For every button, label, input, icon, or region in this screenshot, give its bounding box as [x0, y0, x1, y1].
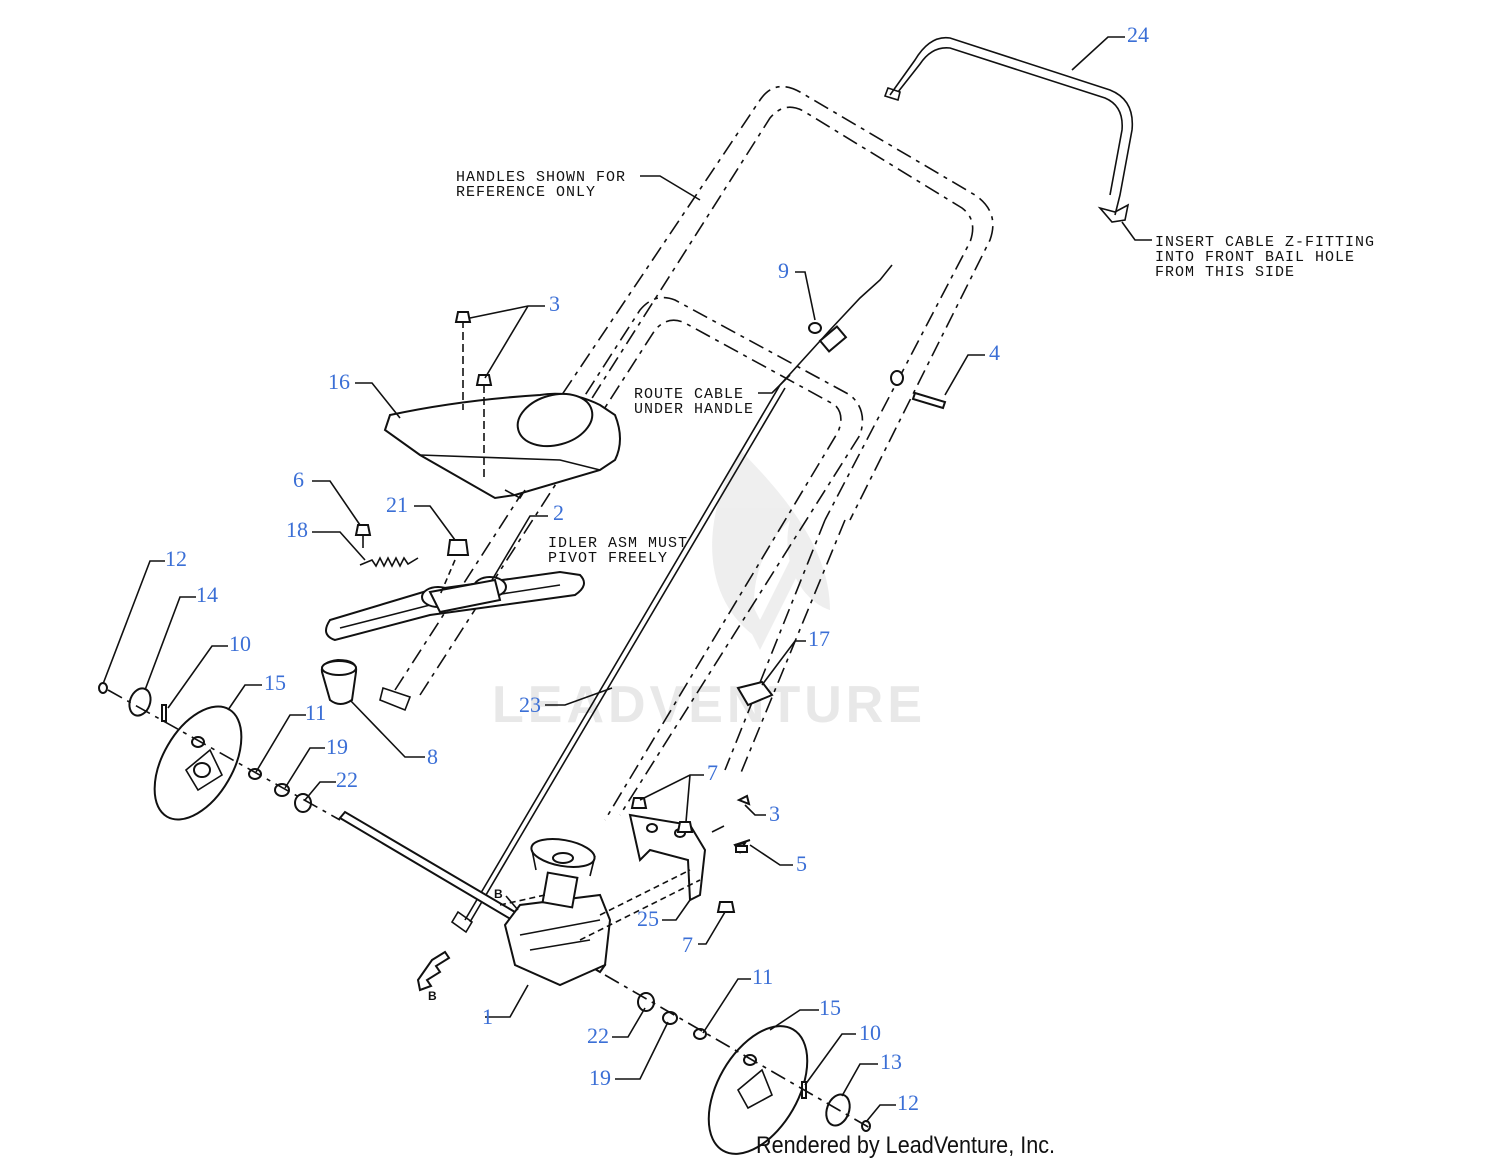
bail — [883, 36, 1134, 223]
belt-cover — [383, 311, 621, 500]
svg-text:INSERT CABLE Z-FITTING: INSERT CABLE Z-FITTING — [1155, 234, 1375, 251]
callout-19-left: 19 — [326, 734, 348, 759]
callout-22-right: 22 — [587, 1023, 609, 1048]
callout-15-right: 15 — [819, 995, 841, 1020]
left-wheel-group — [98, 682, 341, 821]
callout-11-left: 11 — [305, 700, 326, 725]
callout-6: 6 — [293, 467, 304, 492]
callout-12-right: 12 — [897, 1090, 919, 1115]
callout-7-bottom: 7 — [682, 932, 693, 957]
callout-22-left: 22 — [336, 767, 358, 792]
callout-10-right: 10 — [859, 1020, 881, 1045]
belt-and-idler — [325, 539, 585, 642]
control-cable — [450, 264, 893, 934]
connection-letter: B — [428, 989, 437, 1003]
svg-text:PIVOT FREELY: PIVOT FREELY — [548, 550, 668, 567]
callout-24: 24 — [1127, 22, 1149, 47]
svg-text:IDLER ASM MUST: IDLER ASM MUST — [548, 535, 688, 552]
callout-8: 8 — [427, 744, 438, 769]
callout-3-cover: 3 — [549, 291, 560, 316]
svg-text:HANDLES SHOWN FOR: HANDLES SHOWN FOR — [456, 169, 626, 186]
connection-letter: B — [494, 887, 503, 901]
note-route-cable: ROUTE CABLE UNDER HANDLE — [634, 374, 791, 418]
callout-10-left: 10 — [229, 631, 251, 656]
callout-17: 17 — [808, 626, 830, 651]
callout-9: 9 — [778, 258, 789, 283]
note-insert-cable: INSERT CABLE Z-FITTING INTO FRONT BAIL H… — [1121, 221, 1375, 281]
footer-credit: Rendered by LeadVenture, Inc. — [756, 1132, 1056, 1159]
upper-handle — [544, 85, 994, 776]
callout-11-right: 11 — [752, 964, 773, 989]
bushing — [320, 658, 358, 705]
callout-13: 13 — [880, 1049, 902, 1074]
callout-16: 16 — [328, 369, 350, 394]
svg-text:FROM THIS SIDE: FROM THIS SIDE — [1155, 264, 1295, 281]
callout-14: 14 — [196, 582, 218, 607]
callout-19-right: 19 — [589, 1065, 611, 1090]
callout-7-top: 7 — [707, 760, 718, 785]
svg-text:UNDER HANDLE: UNDER HANDLE — [634, 401, 754, 418]
callout-25: 25 — [637, 906, 659, 931]
svg-text:ROUTE CABLE: ROUTE CABLE — [634, 386, 744, 403]
callout-12-left: 12 — [165, 546, 187, 571]
callout-15-left: 15 — [264, 670, 286, 695]
note-idler: IDLER ASM MUST PIVOT FREELY — [548, 535, 688, 567]
callout-18: 18 — [286, 517, 308, 542]
callout-3-bracket: 3 — [769, 801, 780, 826]
callout-2: 2 — [553, 500, 564, 525]
lower-handle — [379, 296, 864, 821]
right-wheel-group — [604, 974, 871, 1155]
idler-spring — [354, 524, 419, 568]
svg-text:INTO FRONT BAIL HOLE: INTO FRONT BAIL HOLE — [1155, 249, 1355, 266]
svg-text:REFERENCE ONLY: REFERENCE ONLY — [456, 184, 596, 201]
callout-4: 4 — [989, 340, 1000, 365]
callout-23: 23 — [519, 692, 541, 717]
callouts: 1 2 3 3 4 5 6 7 7 7 8 9 10 10 11 11 12 — [102, 22, 1149, 1123]
small-hardware — [735, 370, 947, 853]
callout-5: 5 — [796, 851, 807, 876]
axle-transmission — [338, 810, 612, 992]
callout-21: 21 — [386, 492, 408, 517]
note-handles: HANDLES SHOWN FOR REFERENCE ONLY — [456, 169, 701, 201]
callout-1: 1 — [482, 1004, 493, 1029]
